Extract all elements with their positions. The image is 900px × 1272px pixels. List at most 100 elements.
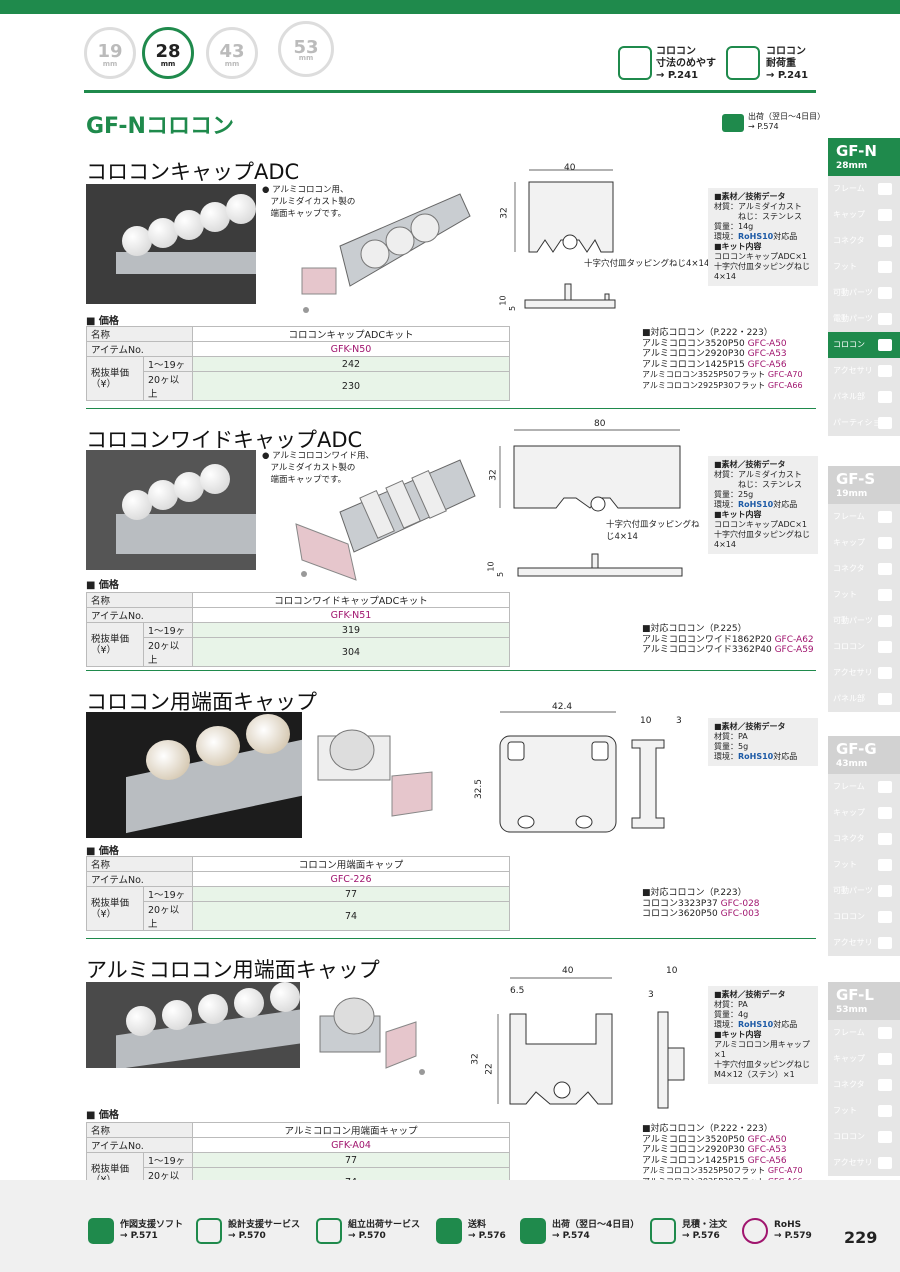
category-icon bbox=[878, 1157, 892, 1169]
category-icon bbox=[878, 183, 892, 195]
price-label: ■ 価格 bbox=[86, 846, 119, 857]
sidebar-item[interactable]: キャップ bbox=[828, 800, 900, 826]
sidebar-item[interactable]: コネクタ bbox=[828, 556, 900, 582]
sidebar-item[interactable]: コロコン bbox=[828, 904, 900, 930]
sidebar-item-label: 可動パーツ bbox=[833, 616, 873, 625]
dim-offset: 6.5 bbox=[510, 986, 525, 996]
sidebar-item[interactable]: アクセサリ bbox=[828, 930, 900, 956]
section-title: コロコン用端面キャップ bbox=[86, 690, 317, 714]
load-link[interactable]: コロコン耐荷重→ P.241 bbox=[766, 46, 809, 81]
sidebar-item[interactable]: 可動パーツ bbox=[828, 878, 900, 904]
dimension-drawing bbox=[514, 169, 616, 309]
sidebar-item-label: フット bbox=[833, 590, 857, 599]
dimension-link[interactable]: コロコン寸法のめやす→ P.241 bbox=[656, 46, 716, 81]
page-number: 229 bbox=[844, 1228, 878, 1247]
compatible-list: ■対応コロコン（P.222・223） アルミコロコン3520P50 GFC-A5… bbox=[642, 328, 803, 390]
sidebar-item[interactable]: パネル部 bbox=[828, 384, 900, 410]
category-icon bbox=[878, 859, 892, 871]
section-divider bbox=[86, 408, 816, 409]
sidebar-item-label: 可動パーツ bbox=[833, 886, 873, 895]
dimension-drawing bbox=[499, 711, 668, 833]
sidebar-item[interactable]: アクセサリ bbox=[828, 660, 900, 686]
category-icon bbox=[878, 209, 892, 221]
order-icon bbox=[650, 1218, 676, 1244]
sidebar-item[interactable]: コロコン bbox=[828, 332, 900, 358]
sidebar-item[interactable]: コネクタ bbox=[828, 1072, 900, 1098]
sidebar-series-size: 28mm bbox=[836, 161, 868, 171]
price-label: ■ 価格 bbox=[86, 316, 119, 327]
category-icon bbox=[878, 1079, 892, 1091]
sidebar-series-label: GF-S bbox=[836, 470, 876, 488]
design-icon bbox=[196, 1218, 222, 1244]
dim-width: 40 bbox=[564, 163, 576, 173]
assembly-illustration bbox=[301, 193, 471, 313]
sidebar-item[interactable]: 電動パーツ bbox=[828, 306, 900, 332]
sidebar-item[interactable]: コロコン bbox=[828, 634, 900, 660]
sidebar-item[interactable]: フット bbox=[828, 852, 900, 878]
sidebar-item[interactable]: フレーム bbox=[828, 1020, 900, 1046]
sidebar-item[interactable]: コネクタ bbox=[828, 228, 900, 254]
sidebar-item[interactable]: フレーム bbox=[828, 774, 900, 800]
sidebar-item[interactable]: アクセサリ bbox=[828, 1150, 900, 1176]
sidebar-item[interactable]: フレーム bbox=[828, 176, 900, 202]
dim-inner-height: 22 bbox=[484, 1063, 495, 1075]
sidebar-item[interactable]: フット bbox=[828, 582, 900, 608]
sidebar-item[interactable]: コロコン bbox=[828, 1124, 900, 1150]
3d-icon bbox=[88, 1218, 114, 1244]
price-table: 名称コロコンワイドキャップADCキット アイテムNo.GFK-N51 税抜単価 … bbox=[86, 592, 510, 667]
dim-side-1: 10 bbox=[666, 966, 678, 976]
sidebar-item[interactable]: フレーム bbox=[828, 504, 900, 530]
ship-icon bbox=[520, 1218, 546, 1244]
sidebar-item-label: キャップ bbox=[833, 538, 865, 547]
sidebar-item[interactable]: キャップ bbox=[828, 1046, 900, 1072]
sidebar-item[interactable]: フット bbox=[828, 254, 900, 280]
sidebar-item[interactable]: コネクタ bbox=[828, 826, 900, 852]
sidebar-item-label: パーティション bbox=[833, 418, 889, 427]
compatible-list: ■対応コロコン（P.223） コロコン3323P37 GFC-028 コロコン3… bbox=[642, 888, 760, 919]
sidebar-item-label: フット bbox=[833, 860, 857, 869]
sidebar-item[interactable]: パネル部 bbox=[828, 686, 900, 712]
category-icon bbox=[878, 589, 892, 601]
sidebar-item[interactable]: キャップ bbox=[828, 530, 900, 556]
tech-data: ■素材／技術データ 材質：PA 質量：4g 環境：RoHS10対応品 ■キット内… bbox=[708, 986, 818, 1084]
sidebar-item[interactable]: フット bbox=[828, 1098, 900, 1124]
sidebar-item-label: コネクタ bbox=[833, 564, 865, 573]
category-icon bbox=[878, 235, 892, 247]
sidebar-item[interactable]: アクセサリ bbox=[828, 358, 900, 384]
sidebar-item-label: アクセサリ bbox=[833, 938, 873, 947]
sidebar-item[interactable]: 可動パーツ bbox=[828, 608, 900, 634]
sidebar-item-label: コロコン bbox=[833, 642, 865, 651]
category-icon bbox=[878, 287, 892, 299]
tech-data: ■素材／技術データ 材質：アルミダイカスト ねじ：ステンレス 質量：25g 環境… bbox=[708, 456, 818, 554]
assembly-icon bbox=[316, 1218, 342, 1244]
dim-height: 32 bbox=[470, 1053, 481, 1065]
dim-side-1: 10 bbox=[640, 716, 652, 726]
category-icon bbox=[878, 807, 892, 819]
price-table: 名称コロコンキャップADCキット アイテムNo.GFK-N50 税抜単価 （¥）… bbox=[86, 326, 510, 401]
sidebar-item-label: キャップ bbox=[833, 210, 865, 219]
category-icon bbox=[878, 511, 892, 523]
sidebar-series-label: GF-G bbox=[836, 740, 877, 758]
dimension-drawing bbox=[497, 977, 685, 1109]
section-title: コロコンキャップADC bbox=[86, 160, 300, 184]
rohs-icon bbox=[742, 1218, 768, 1244]
tech-data: ■素材／技術データ 材質：PA 質量：5g 環境：RoHS10対応品 bbox=[708, 718, 818, 766]
footer: 作図支援ソフト→ P.571 設計支援サービス→ P.570 組立出荷サービス→… bbox=[0, 1180, 900, 1272]
sidebar-item[interactable]: 可動パーツ bbox=[828, 280, 900, 306]
dim-height: 32 bbox=[499, 207, 510, 219]
sidebar-item[interactable]: キャップ bbox=[828, 202, 900, 228]
compatible-list: ■対応コロコン（P.225） アルミコロコンワイド1862P20 GFC-A62… bbox=[642, 624, 814, 655]
sidebar-item[interactable]: パーティション bbox=[828, 410, 900, 436]
category-icon bbox=[878, 667, 892, 679]
sidebar-item-label: コネクタ bbox=[833, 236, 865, 245]
sidebar-series-size: 19mm bbox=[836, 489, 868, 499]
